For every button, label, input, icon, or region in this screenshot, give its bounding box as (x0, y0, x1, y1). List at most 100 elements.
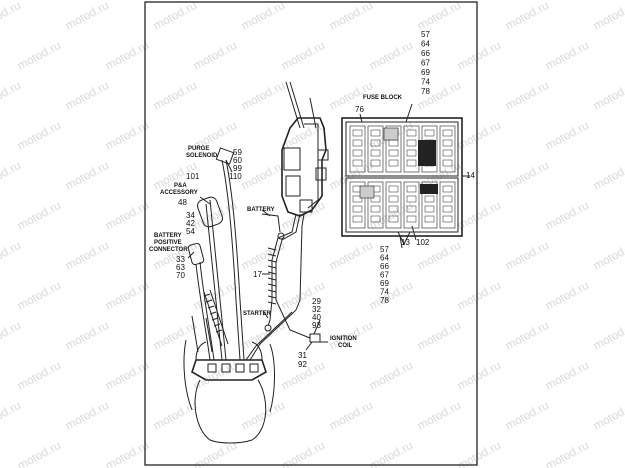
fuse-slot (370, 149, 381, 157)
purge-refs: 59 60 99 110 (229, 148, 242, 181)
fuse-slot (406, 159, 417, 167)
fuse-ref-bottom-1: 64 (380, 254, 389, 263)
bpc-line-1: BATTERY (154, 233, 182, 239)
ref-101: 101 (186, 172, 200, 181)
ignition-coil-label: IGNITION COIL (330, 336, 357, 349)
ref-40: 40 (312, 313, 321, 322)
fuse-block (341, 103, 470, 249)
fuse-slot (442, 215, 453, 223)
fuse-ref-top-0: 57 (421, 30, 430, 39)
fuse-cell (439, 125, 456, 173)
ref-13: 13 (401, 238, 410, 247)
pa-accessory-line-1: P&A (174, 183, 187, 189)
fuse-slot (388, 215, 399, 223)
fuse-slot (352, 205, 363, 213)
fuse-cell (349, 125, 366, 173)
diagram-frame (144, 1, 478, 466)
fuse-ref-bottom-3: 67 (380, 271, 389, 280)
fuse-slot (388, 159, 399, 167)
fuse-ref-bottom-6: 78 (380, 296, 389, 305)
fuse-slot (352, 129, 363, 137)
ref-48: 48 (178, 198, 187, 207)
fuse-slot (370, 195, 381, 203)
fuse-slot (388, 195, 399, 203)
fuse-cell (439, 181, 456, 229)
fuse-cell (367, 125, 384, 173)
fuse-slot (406, 185, 417, 193)
leader-lines (187, 159, 328, 351)
fuse-cell (421, 181, 438, 229)
fuse-slot (352, 195, 363, 203)
fuse-slot (442, 195, 453, 203)
fuse-slot (442, 129, 453, 137)
fuse-ref-top-4: 69 (421, 68, 430, 77)
ref-93: 93 (312, 321, 321, 330)
fuse-slot (442, 159, 453, 167)
frame-base (183, 339, 275, 444)
fuse-slot (442, 149, 453, 157)
purge-solenoid-label: PURGE SOLENOID 101 (186, 146, 218, 181)
ref-29: 29 (312, 297, 321, 306)
fuse-slot (370, 215, 381, 223)
ignition-coil-line-1: IGNITION (330, 336, 357, 342)
pa-accessory-label: P&A ACCESSORY 48 (160, 183, 198, 207)
fuse-ref-bottom-4: 69 (380, 279, 389, 288)
fuse-slot (406, 139, 417, 147)
fuse-slot (442, 205, 453, 213)
fuse-slot (424, 195, 435, 203)
ref-60: 60 (233, 156, 242, 165)
fuse-ref-top-6: 78 (421, 87, 430, 96)
fuse-cell (385, 181, 402, 229)
fuse-slot (442, 185, 453, 193)
ref-59: 59 (233, 148, 242, 157)
refs-29-32-40-93: 29 32 40 93 (312, 297, 321, 330)
fuse-slot (424, 129, 435, 137)
fuse-ref-top-1: 64 (421, 40, 430, 49)
ref-14: 14 (466, 171, 475, 180)
fuse-block-label: FUSE BLOCK (363, 95, 403, 101)
battery-label: BATTERY (247, 207, 275, 213)
ref-63: 63 (176, 263, 185, 272)
fuse-slot (370, 139, 381, 147)
fuse-slot (406, 195, 417, 203)
ref-17: 17 (253, 270, 262, 279)
ref-102: 102 (416, 238, 430, 247)
fuse-ref-top-5: 74 (421, 78, 430, 87)
ref-31: 31 (298, 351, 307, 360)
ref-42: 42 (186, 219, 195, 228)
fuse-slot (442, 139, 453, 147)
fuse-slot (388, 149, 399, 157)
ref-99: 99 (233, 164, 242, 173)
ref-54: 54 (186, 227, 195, 236)
fuse-ref-top-2: 66 (421, 49, 430, 58)
ref-92: 92 (298, 360, 307, 369)
purge-solenoid-line-2: SOLENOID (186, 153, 218, 159)
ref-32: 32 (312, 305, 321, 314)
fuse-cell (349, 181, 366, 229)
fuse-cell (385, 125, 402, 173)
ref-110: 110 (229, 172, 242, 181)
fuse-slot (424, 215, 435, 223)
fuse-slot (406, 205, 417, 213)
bpc-line-3: CONNECTOR (149, 247, 188, 253)
fuse-ref-bottom-5: 74 (380, 288, 389, 297)
ref-70: 70 (176, 271, 185, 280)
fuse-slot (388, 205, 399, 213)
fuse-cell (367, 181, 384, 229)
refs-34-42-54: 34 42 54 (186, 211, 195, 236)
fuse-slot (370, 129, 381, 137)
purge-solenoid-line-1: PURGE (188, 146, 209, 152)
starter-label: STARTER (243, 311, 272, 317)
ref-76: 76 (355, 105, 364, 114)
fuse-slot (370, 205, 381, 213)
pa-accessory-line-2: ACCESSORY (160, 190, 198, 196)
fuse-slot (370, 159, 381, 167)
fuse-ref-top-3: 67 (421, 59, 430, 68)
fuse-ref-bottom-0: 57 (380, 245, 389, 254)
fuse-slot (406, 149, 417, 157)
fuse-slot (406, 215, 417, 223)
ignition-coil-line-2: COIL (338, 343, 353, 349)
